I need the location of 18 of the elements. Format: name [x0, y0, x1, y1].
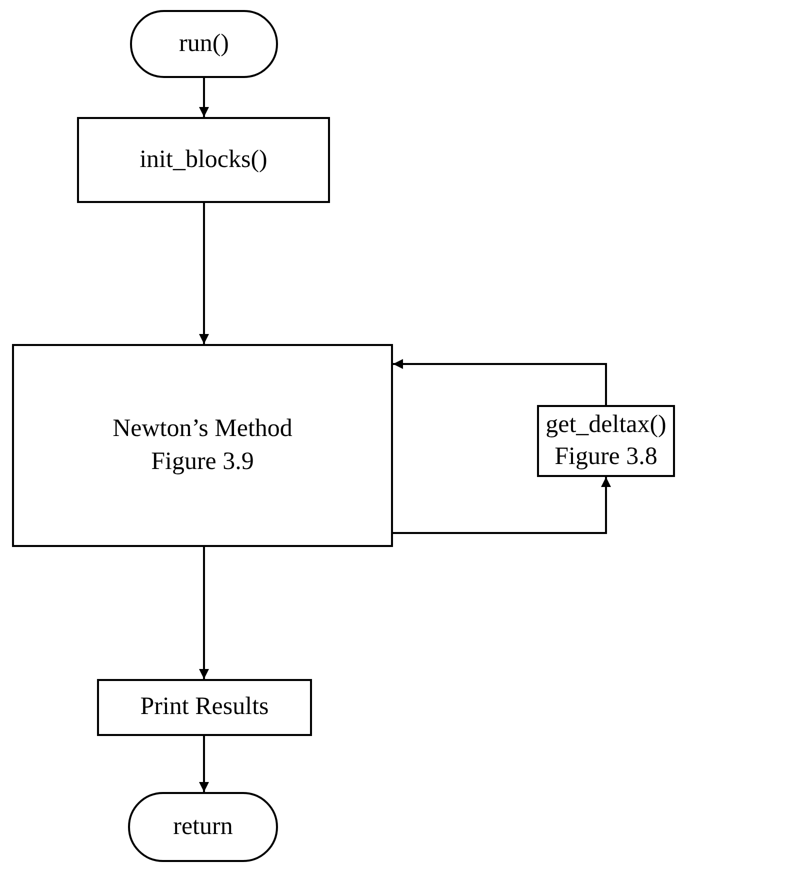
node-label: return	[173, 812, 233, 842]
node-label: get_deltax()	[546, 410, 666, 440]
process-box	[97, 679, 312, 736]
arrow	[199, 203, 209, 344]
node-label: Newton’s Method	[112, 414, 292, 444]
node-label: Print Results	[140, 692, 269, 722]
node-label: run()	[179, 28, 229, 59]
arrow	[199, 736, 209, 792]
arrow	[199, 78, 209, 117]
process-box	[537, 405, 675, 477]
arrow	[393, 359, 607, 405]
node-note: Figure 3.8	[554, 442, 658, 472]
arrow	[393, 477, 611, 534]
node-note: Figure 3.9	[151, 446, 254, 476]
process-box	[12, 344, 393, 547]
arrow	[199, 547, 209, 679]
process-box	[77, 117, 330, 203]
node-label: init_blocks()	[140, 144, 268, 175]
